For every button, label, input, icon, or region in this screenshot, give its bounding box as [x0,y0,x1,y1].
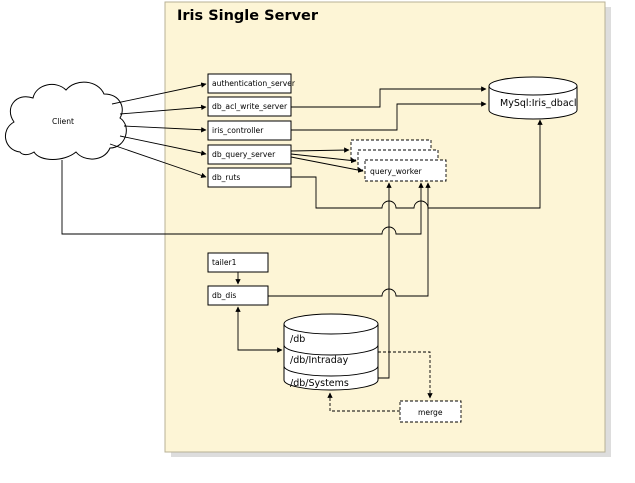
db-query-server-label: db_query_server [212,150,276,159]
query-worker-label: query_worker [370,167,422,176]
box-iris-controller: iris_controller [207,120,292,141]
box-authentication-server: authentication_server [207,73,296,94]
authentication-server-label: authentication_server [212,79,296,88]
controller-to-mysql [291,101,487,131]
acl-to-mysql [291,86,487,108]
client-connections [109,82,207,178]
mysql-database: MySql:Iris_dbacl [488,76,578,120]
storage-systems-label: /db/Systems [290,378,349,389]
box-db-acl-write-server: db_acl_write_server [207,96,292,117]
server-panel: Iris Single Server [164,1,611,457]
intraday-to-merge [378,351,433,399]
dis-to-query-worker [268,182,431,297]
iris-controller-label: iris_controller [212,126,264,135]
tailer1-label: tailer1 [212,258,237,267]
query-worker-stack: query_worker [350,139,447,182]
mysql-label: MySql:Iris_dbacl [500,98,577,109]
storage-database: /db /db/Intraday /db/Systems [283,313,379,391]
box-db-query-server: db_query_server [207,144,292,165]
merge-label: merge [418,408,443,417]
panel-title: Iris Single Server [177,8,319,24]
box-merge: merge [399,400,462,423]
client-cloud: Client [5,81,127,160]
query-server-to-workers [290,147,364,173]
client-label: Client [52,117,74,126]
db-dis-label: db_dis [212,291,236,300]
box-tailer1: tailer1 [207,252,269,273]
db-ruts-label: db_ruts [212,173,240,182]
storage-db-label: /db [290,334,305,345]
storage-intraday-label: /db/Intraday [290,355,349,366]
box-db-ruts: db_ruts [207,167,292,188]
db-acl-write-server-label: db_acl_write_server [212,102,288,111]
storage-to-query-worker [378,182,392,379]
dis-to-storage [235,306,283,353]
merge-to-storage [327,392,400,412]
ruts-to-mysql [291,119,543,209]
box-db-dis: db_dis [207,285,269,306]
